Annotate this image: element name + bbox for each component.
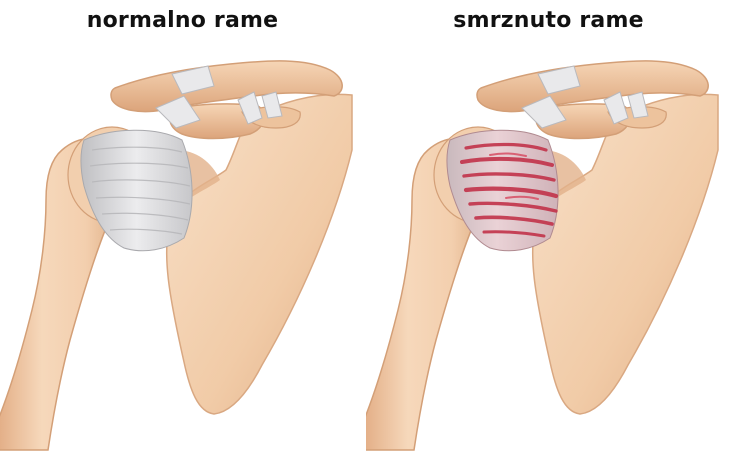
frozen-shoulder-panel: smrznuto rame	[366, 0, 731, 458]
frozen-shoulder-illustration	[366, 0, 731, 458]
normal-shoulder-illustration	[0, 0, 365, 458]
normal-shoulder-panel: normalno rame	[0, 0, 365, 458]
scapula	[533, 94, 718, 414]
scapula	[167, 94, 352, 414]
